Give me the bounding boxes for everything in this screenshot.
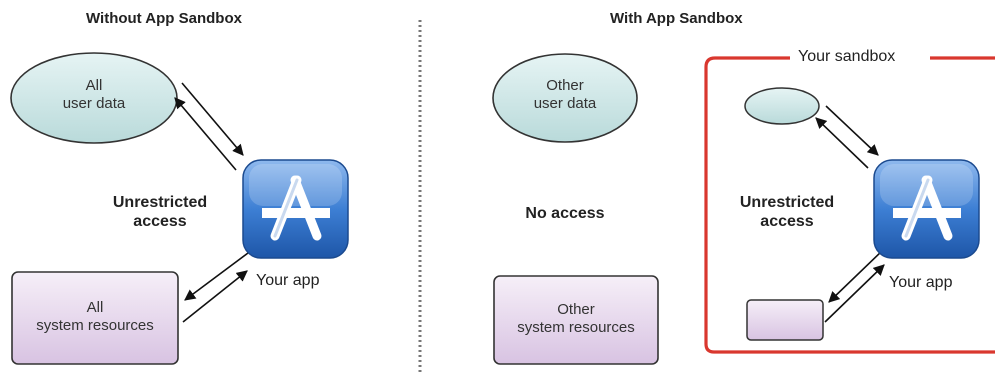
left-arrow-from-app [174, 97, 237, 171]
left-access-line1: Unrestricted [112, 194, 208, 211]
left-app-store-icon [242, 159, 349, 259]
sandbox-arrow-app-to-res [828, 249, 884, 303]
right-user-data-line1: Other [546, 77, 584, 94]
right-app-label: Your app [889, 274, 953, 291]
left-user-data-line1: All [85, 77, 103, 94]
right-system-resources-box [493, 275, 659, 365]
left-resources-line2: system resources [36, 317, 154, 334]
no-access-label: No access [525, 205, 605, 222]
sandbox-border [704, 56, 995, 354]
left-user-data-label: All user data [14, 77, 174, 113]
sandbox-label: Your sandbox [798, 48, 896, 65]
left-resources-line1: All [86, 299, 104, 316]
left-access-line2: access [133, 213, 187, 230]
left-app-label: Your app [256, 272, 320, 289]
right-app-store-icon [873, 159, 980, 259]
sandbox-access-line2: access [760, 213, 814, 230]
sandbox-access-label: Unrestricted access [722, 193, 852, 231]
right-title: With App Sandbox [610, 10, 743, 27]
right-user-data-line2: user data [533, 95, 597, 112]
sandbox-access-line1: Unrestricted [739, 194, 835, 211]
sandbox-user-data-ellipse [744, 87, 820, 125]
sandbox-arrow-from-app [815, 117, 869, 169]
right-resources-line1: Other [557, 301, 595, 318]
right-resources-label: Other system resources [494, 301, 658, 337]
left-title: Without App Sandbox [86, 10, 242, 27]
right-resources-line2: system resources [517, 319, 635, 336]
left-resources-label: All system resources [12, 299, 178, 335]
left-system-resources-box [11, 271, 179, 365]
left-arrow-app-to-res [184, 252, 249, 301]
left-user-data-line2: user data [62, 95, 126, 112]
sandbox-arrow-res-to-app [824, 264, 885, 323]
sandbox-resources-box [746, 299, 824, 341]
right-user-data-label: Other user data [495, 77, 635, 113]
sandbox-arrow-to-app [825, 105, 879, 156]
right-user-data-ellipse [492, 53, 638, 143]
left-access-label: Unrestricted access [90, 193, 230, 231]
left-arrow-res-to-app [182, 270, 248, 323]
left-arrow-to-app [181, 82, 244, 156]
